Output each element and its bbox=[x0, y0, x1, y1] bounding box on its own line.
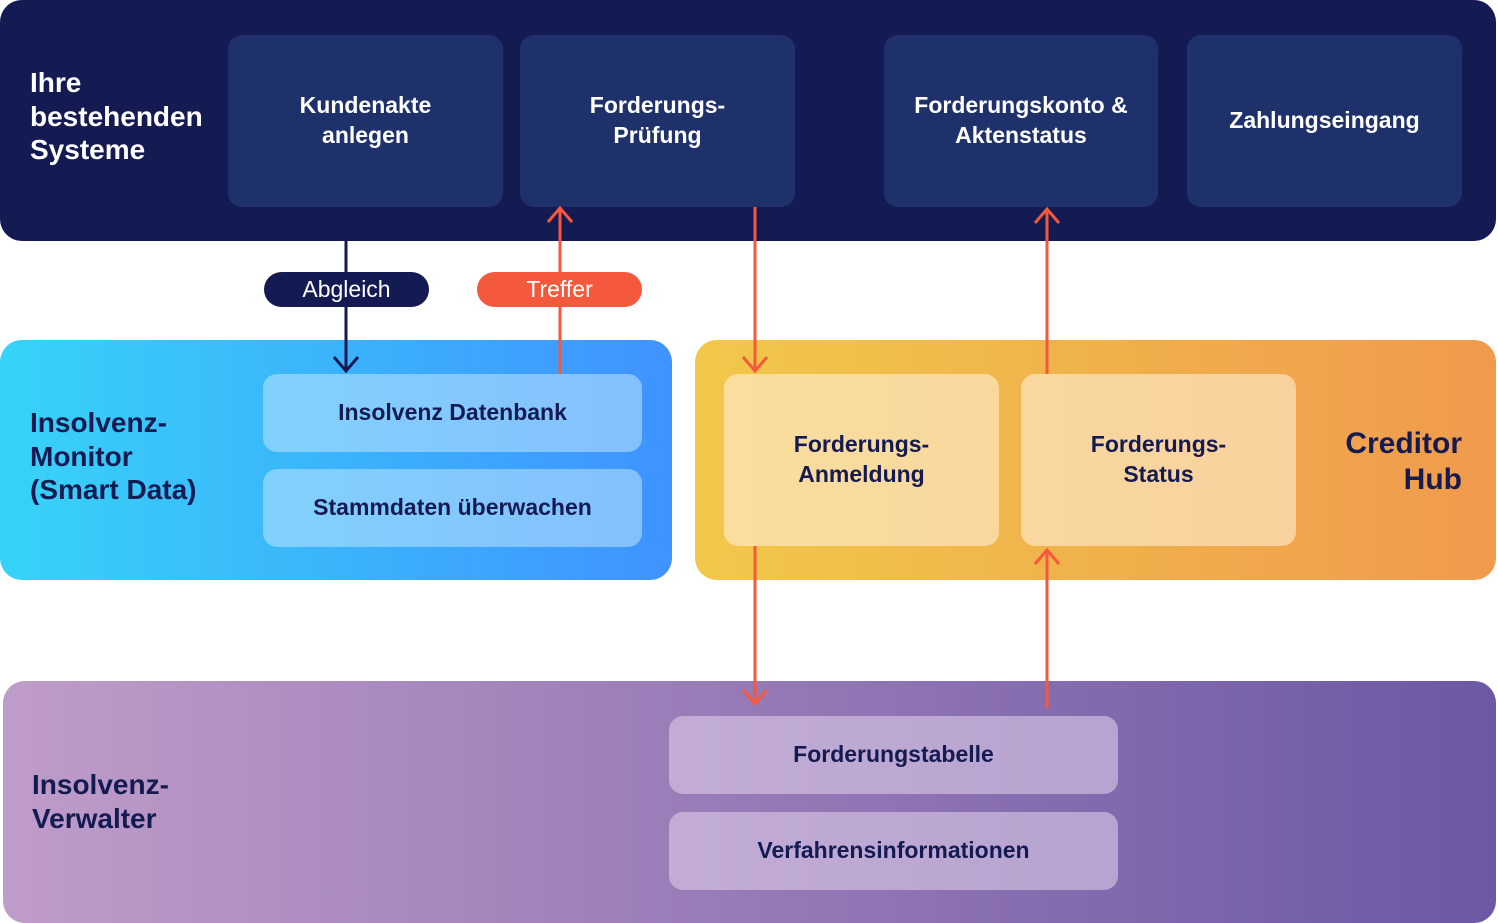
insolvency-administrator-title: Insolvenz- Verwalter bbox=[32, 769, 169, 834]
arrow-anmeldung-to-tabelle bbox=[741, 546, 769, 707]
creditor-hub-title: Creditor Hub bbox=[1345, 427, 1462, 496]
claim-registration-box: Forderungs- Anmeldung bbox=[724, 374, 999, 546]
treffer-label: Treffer bbox=[477, 272, 642, 307]
arrow-status-to-konto bbox=[1033, 206, 1061, 374]
claim-check-box: Forderungs- Prüfung bbox=[520, 35, 795, 207]
master-data-monitoring-box: Stammdaten überwachen bbox=[263, 469, 642, 547]
proceedings-info-box: Verfahrensinformationen bbox=[669, 812, 1118, 890]
arrow-tabelle-to-status bbox=[1033, 547, 1061, 708]
claim-table-box: Forderungstabelle bbox=[669, 716, 1118, 794]
insolvency-database-box: Insolvenz Datenbank bbox=[263, 374, 642, 452]
abgleich-label: Abgleich bbox=[264, 272, 429, 307]
insolvency-monitor-title: Insolvenz- Monitor (Smart Data) bbox=[30, 407, 197, 506]
claim-account-box: Forderungskonto & Aktenstatus bbox=[884, 35, 1158, 207]
payment-receipt-box: Zahlungseingang bbox=[1187, 35, 1462, 207]
customer-file-box: Kundenakte anlegen bbox=[228, 35, 503, 207]
arrow-pruefung-to-anmeldung bbox=[741, 207, 769, 374]
claim-status-box: Forderungs- Status bbox=[1021, 374, 1296, 546]
existing-systems-title: Ihre bestehenden Systeme bbox=[30, 67, 203, 166]
